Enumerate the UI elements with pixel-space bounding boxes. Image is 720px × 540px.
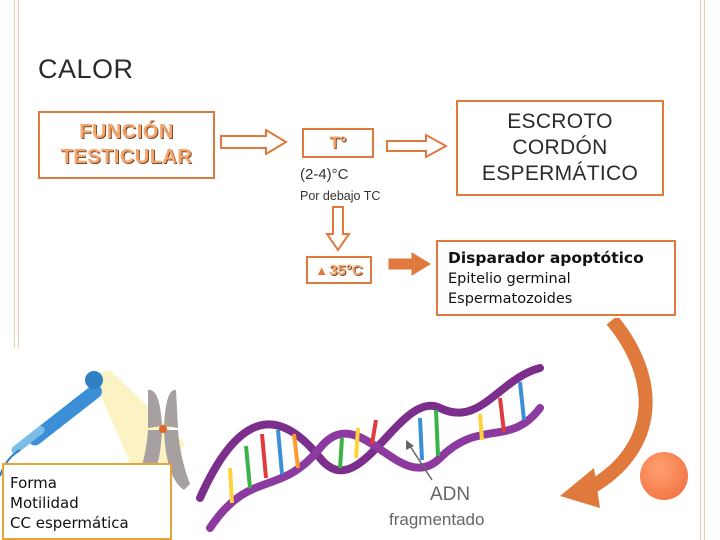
frame-line-right xyxy=(700,0,701,540)
35c-label: 35°C xyxy=(329,261,363,279)
forma-line: Forma xyxy=(10,474,57,492)
espermatico-line: ESPERMÁTICO xyxy=(481,162,639,185)
arrow-35c-to-disparador xyxy=(388,252,431,276)
testicular-line: TESTICULAR xyxy=(60,146,193,168)
arrow-down-to-35c xyxy=(325,206,351,252)
pipette-icon xyxy=(0,371,103,477)
adn-label: ADN xyxy=(430,484,471,505)
funcion-testicular-text: FUNCIÓN TESTICULAR xyxy=(61,120,193,170)
temperature-label: T° xyxy=(329,133,347,152)
forma-box: Forma Motilidad CC espermática xyxy=(2,463,172,540)
frame-line-left xyxy=(14,0,15,348)
funcion-line: FUNCIÓN xyxy=(79,121,174,143)
below-body-temp-label: Por debajo TC xyxy=(300,189,381,203)
temperature-box: T° xyxy=(302,128,374,158)
cc-espermatica-line: CC espermática xyxy=(10,514,129,532)
35c-box: ▲ 35°C xyxy=(306,256,372,284)
arrow-temp-to-escroto xyxy=(386,134,448,158)
disparador-box: Disparador apoptótico Epitelio germinal … xyxy=(436,240,676,316)
increase-arrow-icon: ▲ xyxy=(315,262,329,278)
slide-title: CALOR xyxy=(38,54,134,84)
frame-line-left-2 xyxy=(18,0,19,348)
frame-line-right-2 xyxy=(704,0,705,540)
decorative-ball xyxy=(640,452,688,500)
funcion-testicular-box: FUNCIÓN TESTICULAR xyxy=(38,111,215,179)
cordon-line: CORDÓN xyxy=(512,136,608,159)
fragmentado-label: fragmentado xyxy=(389,510,485,529)
motilidad-line: Motilidad xyxy=(10,494,79,512)
arrow-funcion-to-temp xyxy=(220,129,288,155)
epitelio-line: Epitelio germinal xyxy=(448,270,571,287)
range-label: (2-4)°C xyxy=(300,166,349,183)
escroto-box: ESCROTO CORDÓN ESPERMÁTICO xyxy=(456,100,664,196)
dna-helix-icon xyxy=(196,364,544,532)
disparador-title: Disparador apoptótico xyxy=(448,248,644,267)
espermatozoides-line: Espermatozoides xyxy=(448,290,573,307)
curved-arrow-to-forma xyxy=(560,318,653,508)
escroto-line: ESCROTO xyxy=(507,110,613,133)
